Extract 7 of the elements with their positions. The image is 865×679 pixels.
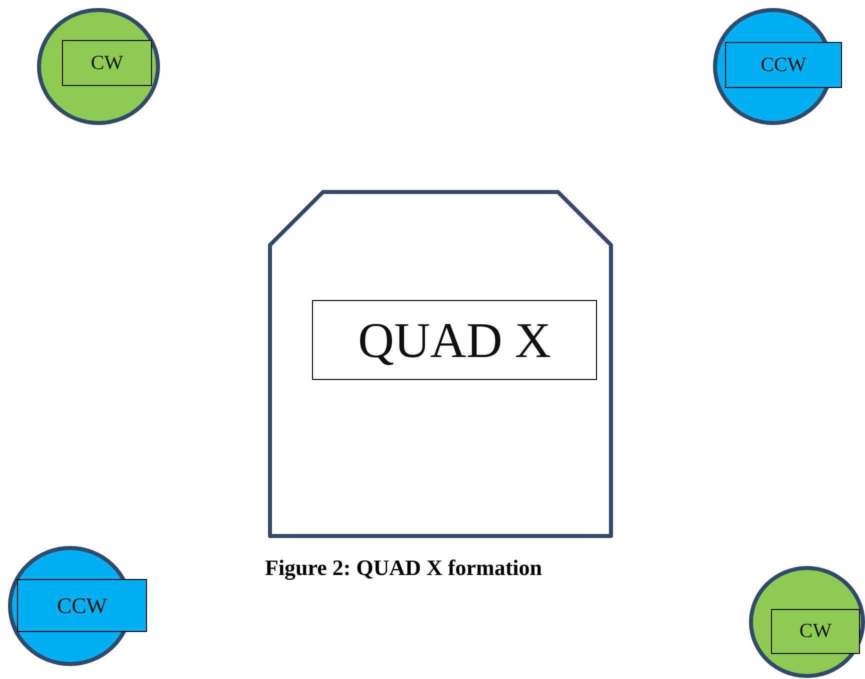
rotation-label: CW xyxy=(62,40,152,86)
rotation-label: CCW xyxy=(17,579,147,632)
frame-outline xyxy=(268,190,613,538)
rotation-label: CW xyxy=(771,609,860,654)
formation-label: QUAD X xyxy=(312,300,597,380)
rotation-label: CCW xyxy=(725,42,842,88)
figure-caption: Figure 2: QUAD X formation xyxy=(265,555,542,581)
